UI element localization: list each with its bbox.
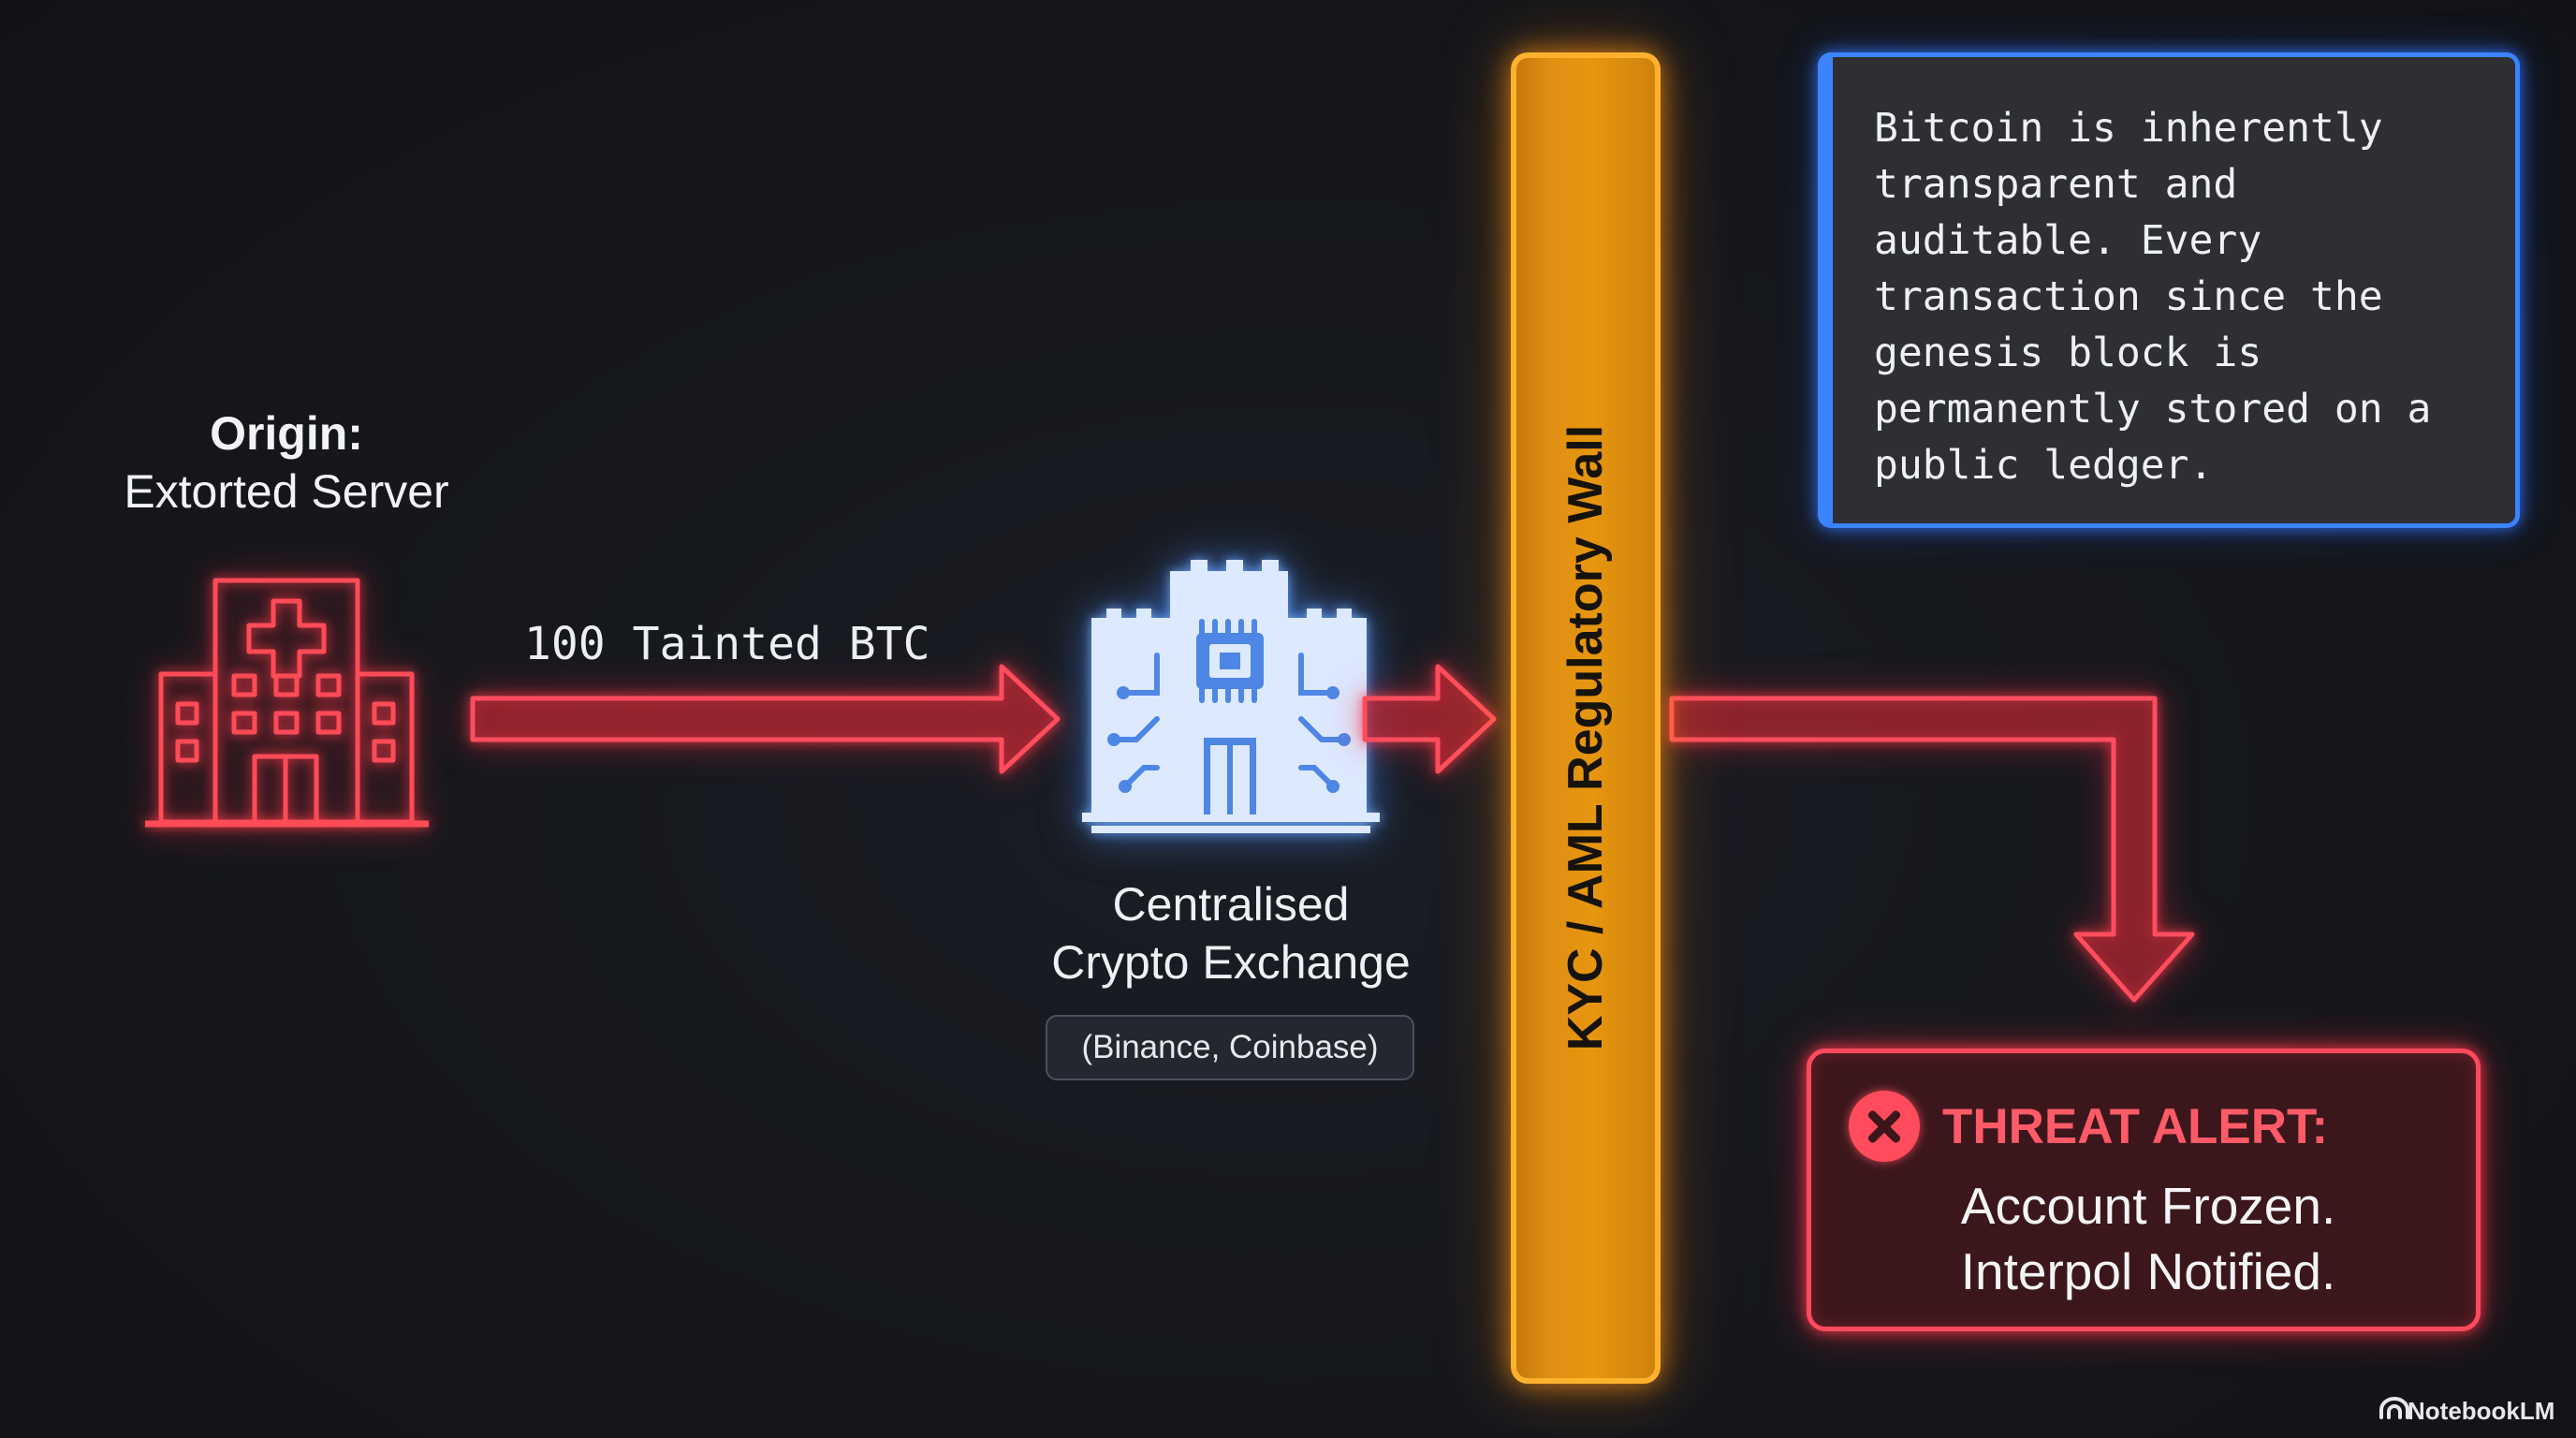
hospital-icon	[145, 578, 429, 828]
flow-arrow-origin-to-exchange	[470, 664, 1061, 774]
castle-chip-icon	[1082, 560, 1380, 833]
threat-alert-line1: Account Frozen.	[1960, 1177, 2336, 1235]
exchange-name-line2: Crypto Exchange	[1051, 936, 1411, 989]
exchange-label: Centralised Crypto Exchange	[1002, 875, 1460, 991]
close-circle-icon	[1849, 1091, 1920, 1162]
brand-icon-spacer	[2376, 1400, 2402, 1422]
threat-alert-title: THREAT ALERT:	[1942, 1099, 2329, 1154]
brand-watermark: NotebookLM	[2376, 1395, 2554, 1427]
origin-label: Origin: Extorted Server	[47, 404, 526, 521]
origin-name: Extorted Server	[124, 465, 449, 518]
flow-arrow-wall-to-alert	[1669, 696, 2195, 1003]
info-callout: Bitcoin is inherently transparent and au…	[1818, 52, 2520, 528]
exchange-examples-badge: (Binance, Coinbase)	[1046, 1015, 1414, 1080]
regulatory-wall-label: KYC / AML Regulatory Wall	[1559, 424, 1613, 1051]
notebooklm-logo-icon	[2379, 1397, 2409, 1419]
brand-name: NotebookLM	[2408, 1397, 2555, 1425]
origin-heading: Origin:	[210, 407, 363, 460]
threat-alert-panel: THREAT ALERT: Account Frozen. Interpol N…	[1807, 1049, 2481, 1331]
threat-alert-message: Account Frozen. Interpol Notified.	[1811, 1173, 2485, 1304]
regulatory-wall	[1511, 52, 1661, 1384]
flow-label: 100 Tainted BTC	[524, 618, 930, 670]
info-callout-text: Bitcoin is inherently transparent and au…	[1874, 105, 2432, 489]
exchange-name-line1: Centralised	[1112, 878, 1350, 931]
threat-alert-line2: Interpol Notified.	[1960, 1242, 2336, 1300]
flow-arrow-exchange-to-wall	[1362, 664, 1497, 774]
